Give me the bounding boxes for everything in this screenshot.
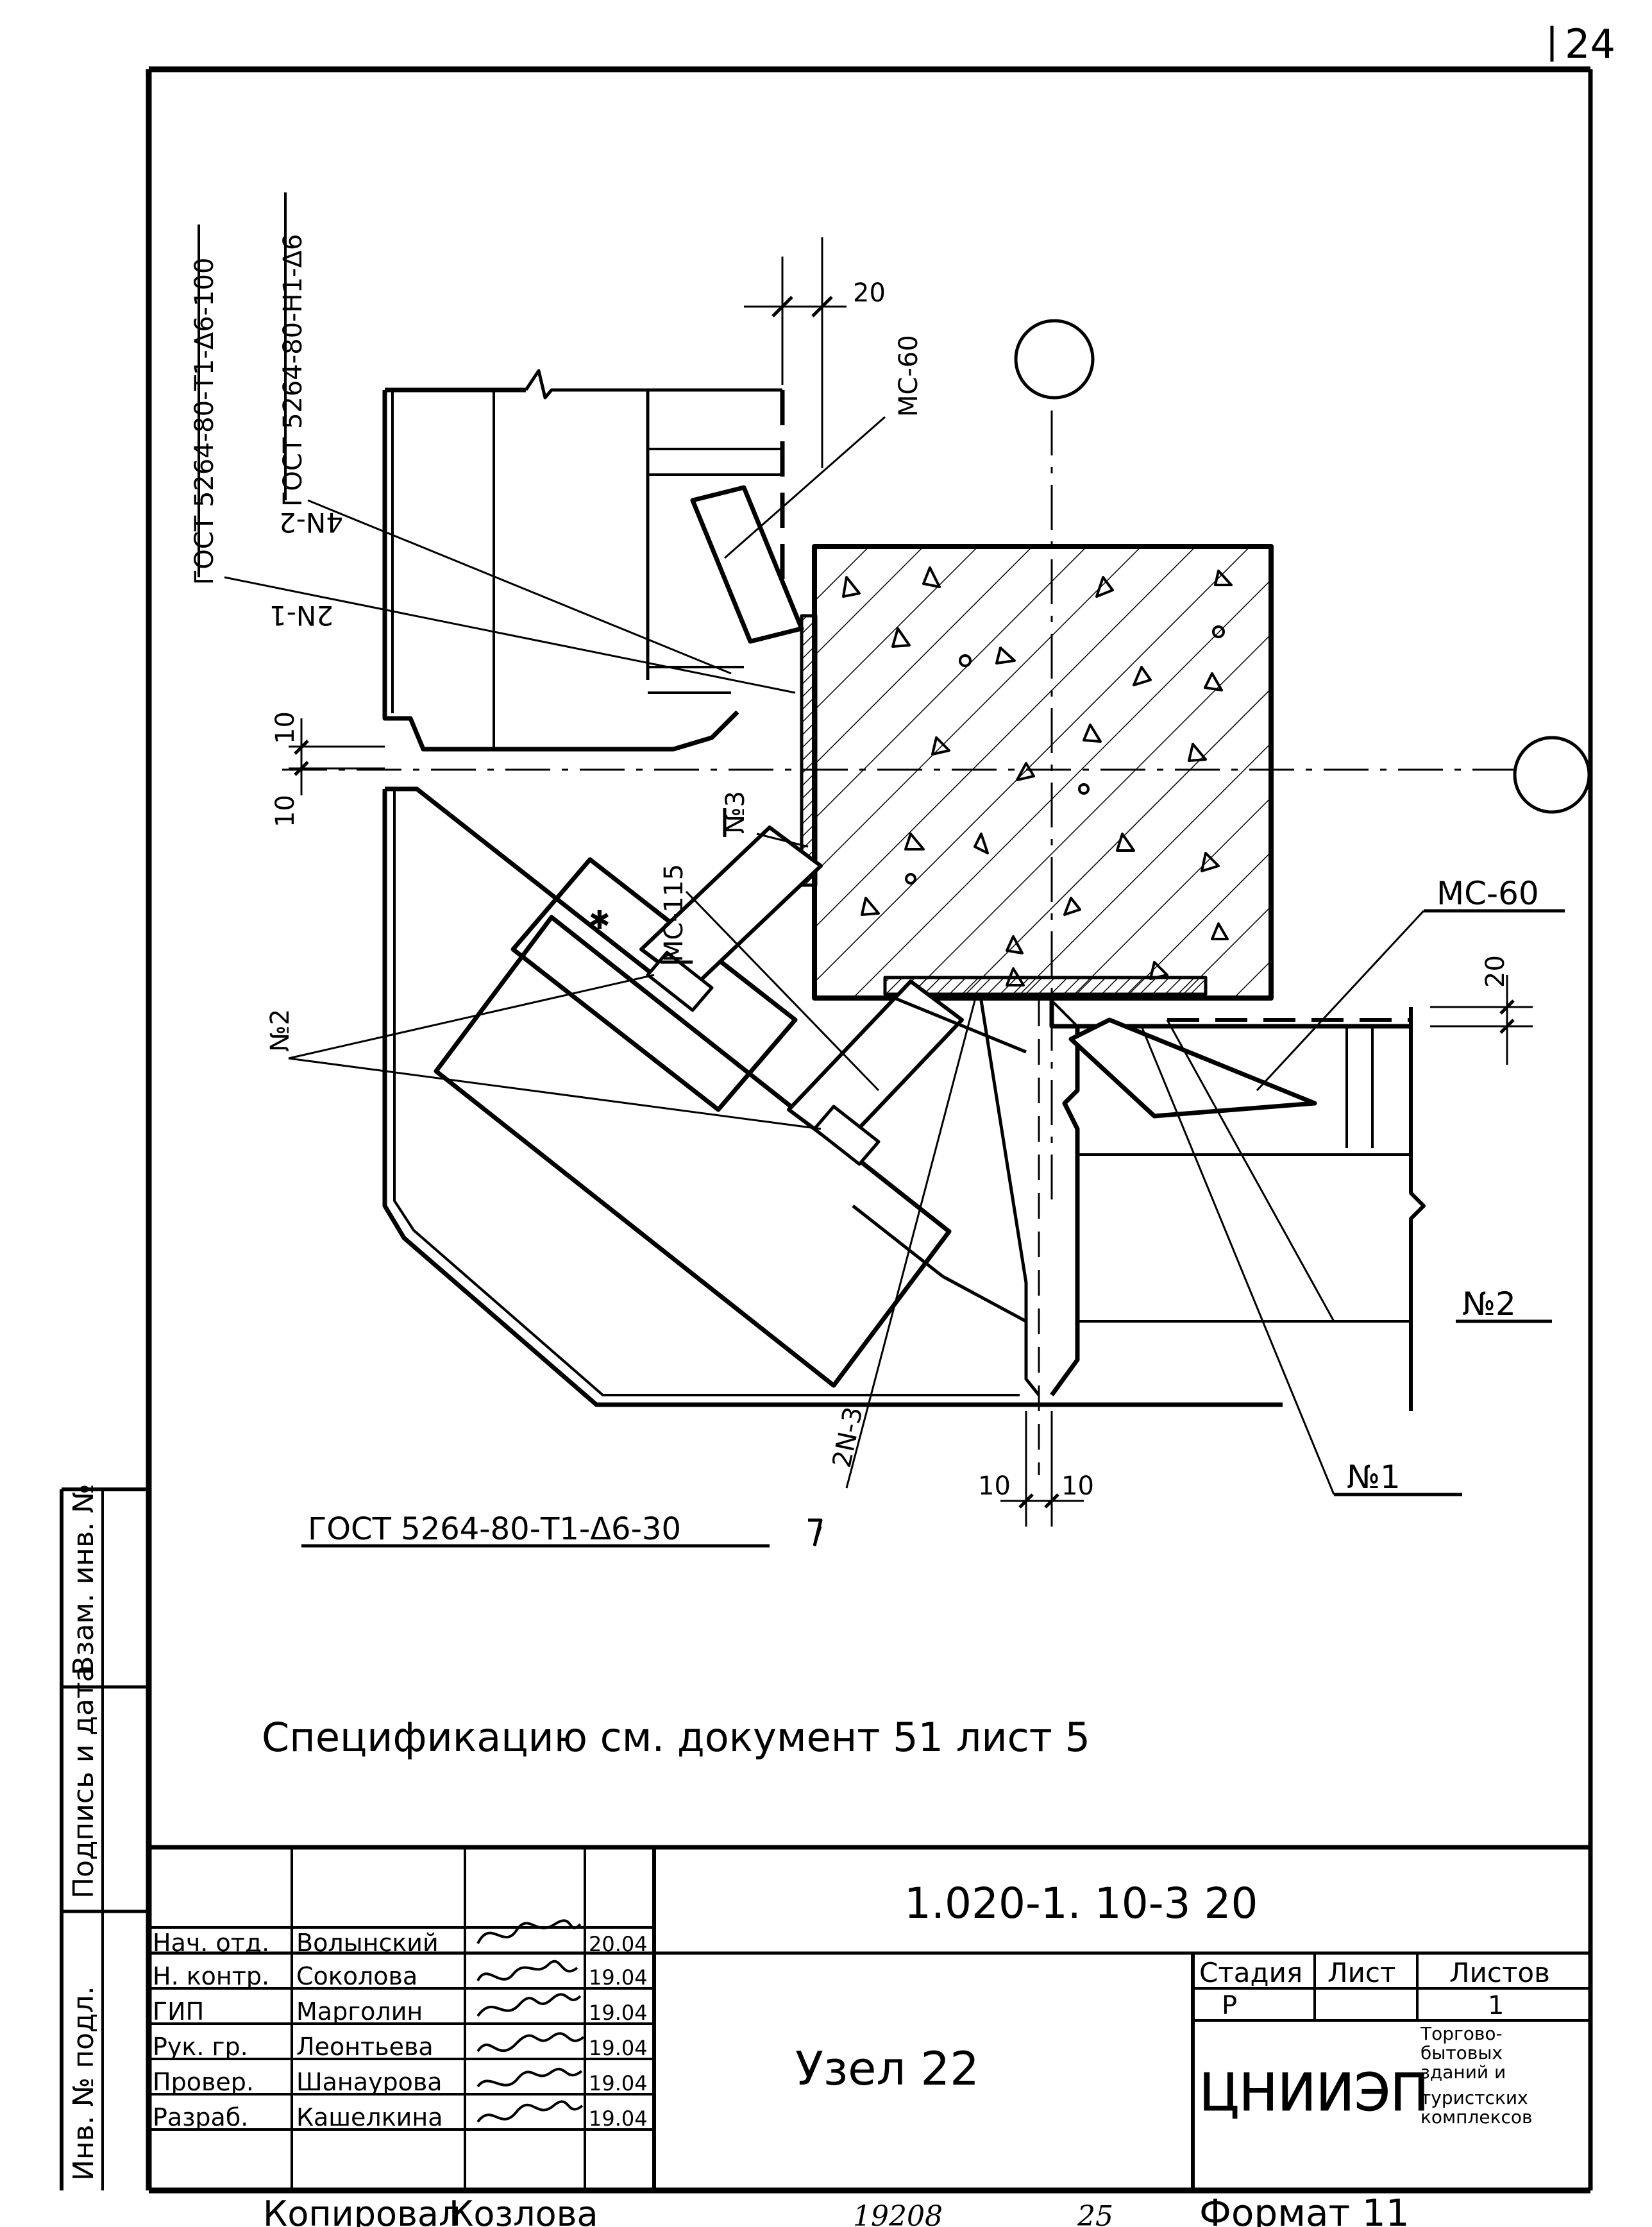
steel-plate-bottom <box>883 976 1208 996</box>
axis-marker-top <box>1014 319 1095 400</box>
footer-format: Формат 11 <box>1199 2191 1410 2227</box>
lower-left-beam: ✱ <box>382 786 1283 1407</box>
svg-text:туристских: туристских <box>1420 2087 1528 2108</box>
lower-right-beam <box>1049 999 1426 1411</box>
stage-value: Р <box>1222 1991 1237 2020</box>
ann-2n3-label: 2N-3 <box>827 1404 869 1470</box>
upper-left-beam <box>382 369 785 752</box>
specification-note: Спецификацию см. документ 51 лист 5 <box>262 1714 1090 1761</box>
mc115-label: МС-115 <box>659 864 689 962</box>
sheet-frame <box>146 66 1593 2194</box>
svg-text:Разраб.: Разраб. <box>153 2103 248 2131</box>
podpis-data-label: Подпись и дата <box>67 1665 100 1899</box>
ann-2n1-label: 2N-1 <box>269 600 333 631</box>
svg-text:20.04: 20.04 <box>589 1932 648 1956</box>
n2-right-label: №2 <box>1462 1285 1516 1323</box>
embedded-plate-mc60-top <box>690 485 804 644</box>
svg-text:ГИП: ГИП <box>153 1997 204 2026</box>
gost-label-2: ГОСТ 5264-80-Н1-Δ6 <box>278 234 308 507</box>
svg-text:комплексов: комплексов <box>1420 2106 1533 2128</box>
gost-label-3: ГОСТ 5264-80-Т1-Δ6-30 <box>308 1511 681 1547</box>
dim-20-top: 20 <box>853 278 886 308</box>
axis-marker-right <box>1513 736 1591 814</box>
svg-text:бытовых: бытовых <box>1420 2042 1503 2063</box>
leader-shelves <box>301 808 1565 1548</box>
doc-code: 1.020-1. 10-3 20 <box>904 1879 1258 1928</box>
svg-text:Марголин: Марголин <box>296 1997 423 2026</box>
footer-copier: Козлова <box>449 2194 598 2227</box>
signatures-table: Нач. отд. Волынский 20.04 Н. контр. Соко… <box>153 1929 648 2131</box>
dimension-lines <box>289 237 1533 1527</box>
svg-text:Рук. гр.: Рук. гр. <box>153 2033 248 2061</box>
svg-text:Торгово-: Торгово- <box>1420 2023 1503 2044</box>
svg-text:19.04: 19.04 <box>589 2071 648 2096</box>
svg-text:Соколова: Соколова <box>296 1962 417 1990</box>
dim-10-bottom-right: 10 <box>1061 1471 1094 1501</box>
vzam-inv-label: Взам. инв. № <box>67 1484 100 1675</box>
dim-10-a: 10 <box>271 711 300 744</box>
dim-10-b: 10 <box>271 795 300 827</box>
gost-label-1: ГОСТ 5264-80-Т1-Δ6-100 <box>190 258 219 585</box>
svg-text:✱: ✱ <box>589 906 611 935</box>
dim-10-bottom-left: 10 <box>978 1471 1011 1501</box>
sheet-header: Лист <box>1328 1957 1395 1988</box>
svg-text:Н. контр.: Н. контр. <box>153 1962 269 1990</box>
steel-plate-left <box>800 614 818 887</box>
sheets-header: Листов <box>1449 1957 1550 1988</box>
mc60-top-label: МС-60 <box>894 335 923 417</box>
n3-label: №3 <box>721 791 750 834</box>
role-row: Разраб. Кашелкина 19.04 <box>153 2103 648 2131</box>
concrete-column <box>812 544 1274 1001</box>
sheets-value: 1 <box>1488 1991 1504 2020</box>
dim-20-right: 20 <box>1481 955 1510 988</box>
mc60-right-label: МС-60 <box>1437 875 1539 912</box>
n1-label: №1 <box>1347 1459 1401 1496</box>
role-row: Н. контр. Соколова 19.04 <box>153 1962 648 1990</box>
inv-podl-label: Инв. № подл. <box>67 1986 100 2181</box>
role-row: Рук. гр. Леонтьева 19.04 <box>153 2033 648 2061</box>
signature-scribbles <box>476 1919 585 2123</box>
footer-number-2: 25 <box>1077 2200 1113 2227</box>
footer-copied: Копировал <box>263 2194 461 2227</box>
svg-text:Волынский: Волынский <box>296 1929 439 1957</box>
svg-text:19.04: 19.04 <box>589 2036 648 2060</box>
node-drawing: ✱ <box>224 237 1591 1548</box>
svg-text:Провер.: Провер. <box>153 2068 254 2096</box>
ann-4n2-label: 4N-2 <box>279 507 343 538</box>
svg-text:19.04: 19.04 <box>589 2106 648 2131</box>
org-description: Торгово- бытовых зданий и туристских ком… <box>1420 2023 1533 2128</box>
svg-text:19.04: 19.04 <box>589 2001 648 2025</box>
page-number: 24 <box>1565 21 1615 67</box>
svg-text:Кашелкина: Кашелкина <box>296 2103 442 2131</box>
stage-header: Стадия <box>1199 1957 1302 1988</box>
svg-text:Шанаурова: Шанаурова <box>296 2068 442 2096</box>
footer-number: 19208 <box>853 2200 943 2227</box>
role-row: Нач. отд. Волынский 20.04 <box>153 1929 648 1957</box>
role-row: Провер. Шанаурова 19.04 <box>153 2068 648 2096</box>
svg-text:Нач. отд.: Нач. отд. <box>153 1929 269 1957</box>
stamp-title: Узел 22 <box>795 2042 979 2096</box>
svg-text:19.04: 19.04 <box>589 1965 648 1990</box>
n2-left-label: №2 <box>266 1009 295 1052</box>
title-block-lines <box>149 1845 1590 2190</box>
axis-lines <box>282 411 1533 1206</box>
leader-lines <box>224 416 1425 1546</box>
svg-text:зданий и: зданий и <box>1420 2062 1506 2083</box>
org-logo: ЦНИИЭП <box>1199 2063 1429 2122</box>
side-stamp <box>60 1487 149 2190</box>
drawing-labels: ГОСТ 5264-80-Т1-Δ6-100 ГОСТ 5264-80-Н1-Δ… <box>190 192 1539 1761</box>
svg-text:Леонтьева: Леонтьева <box>296 2033 434 2061</box>
role-row: ГИП Марголин 19.04 <box>153 1997 648 2026</box>
